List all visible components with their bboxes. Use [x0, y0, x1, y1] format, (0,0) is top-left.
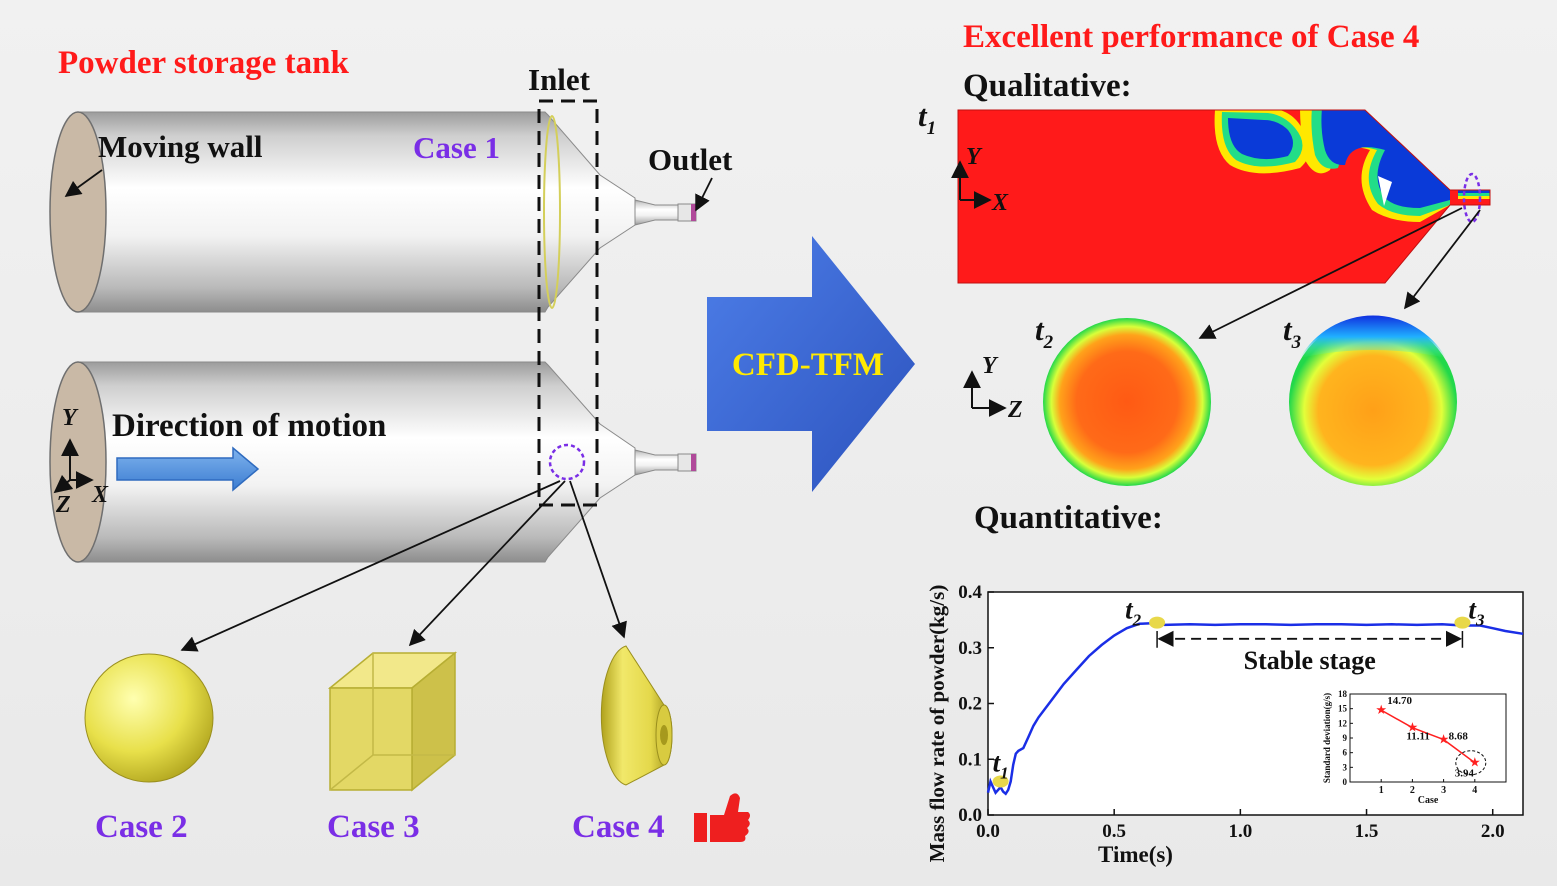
axes-xyz: [53, 438, 94, 494]
marker-label-t1: t1: [993, 748, 1009, 783]
x-tick-label: 0.0: [976, 821, 1000, 842]
x-axis-label: Time(s): [1098, 842, 1173, 867]
outlet-label: Outlet: [648, 142, 733, 177]
inset-y-tick-label: 0: [1343, 777, 1348, 787]
case3-cube: [327, 651, 458, 792]
t3-label: t3: [1283, 312, 1301, 353]
case2-sphere: [84, 653, 214, 783]
mass-flow-series-line: [986, 621, 1524, 796]
case3-label: Case 3: [327, 809, 420, 845]
inset-x-tick-label: 2: [1410, 785, 1415, 796]
std-data-label: 11.11: [1406, 731, 1430, 743]
moving-wall-pointer: [64, 169, 103, 197]
qualitative-label: Qualitative:: [963, 68, 1132, 104]
y-tick-label: 0.3: [958, 638, 982, 659]
std-data-label: 14.70: [1387, 695, 1412, 707]
inset-x-axis-label: Case: [1418, 795, 1439, 806]
outlet-pointer: [695, 177, 713, 212]
case4-highlight-circle: [1455, 750, 1487, 776]
xy-axis-y-label: Y: [966, 144, 983, 170]
cross-section-t2: [1043, 318, 1211, 486]
tank-upper: [49, 111, 697, 313]
inset-y-tick-label: 6: [1343, 748, 1348, 758]
t2-label: t2: [1035, 312, 1054, 353]
inset-frame: [1349, 693, 1507, 783]
marker-t2: [1149, 616, 1166, 629]
inset-y-tick-label: 3: [1343, 762, 1348, 772]
case2-label: Case 2: [95, 809, 188, 845]
std-point-star: ★: [1438, 733, 1450, 748]
x-tick-label: 2.0: [1481, 821, 1505, 842]
inlet-dashed-box: [537, 99, 599, 507]
y-tick-label: 0.2: [958, 694, 982, 715]
case1-label: Case 1: [413, 130, 500, 165]
std-point-star: ★: [1469, 756, 1481, 771]
marker-label-t2: t2: [1125, 595, 1142, 630]
y-tick-label: 0.0: [958, 805, 982, 826]
thumbs-up-icon: [694, 793, 750, 842]
cfd-tfm-label: CFD-TFM: [732, 347, 884, 383]
y-tick-label: 0.1: [958, 749, 982, 770]
inlet-mark-circle: [548, 443, 586, 481]
inset-y-tick-label: 9: [1343, 733, 1348, 743]
inlet-label: Inlet: [528, 62, 591, 97]
inset-y-tick-label: 12: [1338, 718, 1348, 728]
inset-x-tick-label: 1: [1379, 785, 1384, 796]
inset-y-tick-label: 18: [1338, 689, 1348, 699]
performance-title: Excellent performance of Case 4: [963, 19, 1419, 55]
xy-axis-x-label: X: [991, 190, 1009, 216]
axis-x-label: X: [91, 482, 109, 508]
y-axis-label: Mass flow rate of powder(kg/s): [925, 585, 949, 863]
case-pointers: [180, 480, 627, 652]
t1-label: t1: [918, 98, 936, 139]
axis-y-label: Y: [62, 405, 79, 431]
tank-lower: [49, 361, 697, 563]
inset-y-tick-label: 15: [1338, 704, 1348, 714]
stable-stage-label: Stable stage: [1244, 646, 1376, 675]
case4-label: Case 4: [572, 809, 665, 845]
quantitative-label: Quantitative:: [974, 500, 1163, 536]
direction-label: Direction of motion: [112, 408, 386, 444]
marker-t3: [1454, 616, 1471, 629]
outlet-section-mark: [1462, 172, 1482, 224]
x-tick-label: 1.0: [1228, 821, 1252, 842]
inset-y-axis-label: Standard deviation(g/s): [1322, 693, 1332, 783]
cross-section-t3: [1289, 315, 1457, 486]
axis-z-label: Z: [55, 492, 71, 518]
x-tick-label: 0.5: [1102, 821, 1126, 842]
std-data-label: 8.68: [1449, 731, 1469, 743]
yz-axis-y-label: Y: [982, 353, 999, 379]
axes-yz: [963, 370, 1007, 417]
pointer-to-t2: [1198, 207, 1463, 339]
tank-title: Powder storage tank: [58, 45, 350, 81]
marker-label-t3: t3: [1468, 595, 1485, 630]
pointer-to-t3: [1404, 209, 1481, 310]
y-tick-label: 0.4: [958, 582, 982, 603]
inset-x-tick-label: 3: [1441, 785, 1446, 796]
yz-axis-z-label: Z: [1007, 397, 1023, 423]
axes-xy: [951, 160, 992, 209]
cfd-arrow: [707, 236, 915, 492]
inset-x-tick-label: 4: [1472, 785, 1477, 796]
std-series-line: [1380, 709, 1476, 764]
contour-outline: [957, 109, 1491, 284]
std-point-star: ★: [1375, 703, 1387, 718]
motion-arrow: [116, 446, 260, 492]
case4-cone: [600, 645, 673, 786]
contour-xy: [958, 110, 1490, 283]
moving-wall-label: Moving wall: [98, 129, 263, 164]
std-point-star: ★: [1407, 721, 1419, 736]
x-tick-label: 1.5: [1355, 821, 1379, 842]
marker-t1: [992, 775, 1009, 788]
